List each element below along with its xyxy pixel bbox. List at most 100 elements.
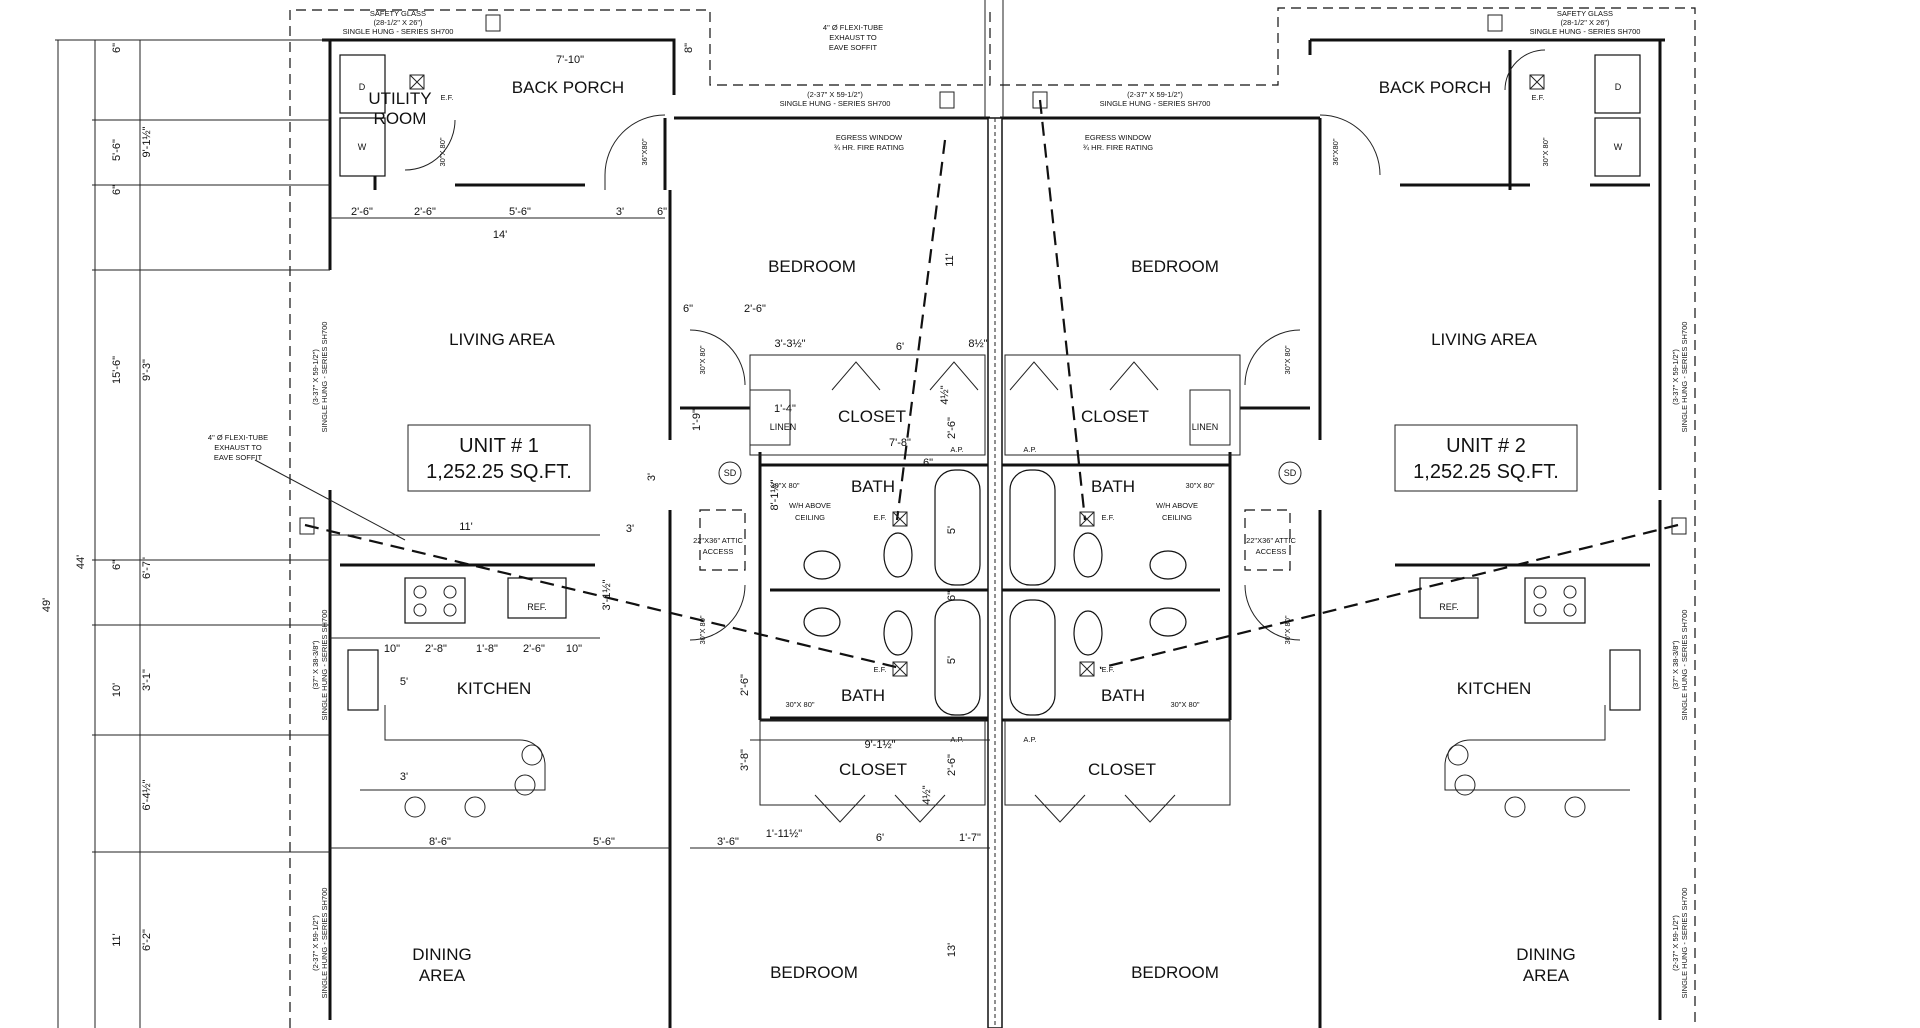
dim: 30"X 80" [1283,615,1292,644]
room-label-closet: CLOSET [1081,407,1149,426]
dim: 30"X 80" [770,481,799,490]
note-window-living: (3-37" X 59-1/2")SINGLE HUNG - SERIES SH… [1671,322,1689,433]
note-safety-glass: SAFETY GLASS(28-1/2" X 26")SINGLE HUNG -… [343,9,454,36]
dim: 1'-7" [959,832,981,844]
dim: 2'-6" [739,674,751,696]
bath-fixtures [803,532,1187,656]
room-label-bath: BATH [841,686,885,705]
dim: 5' [400,676,408,688]
dim: 36"X80" [640,138,649,165]
dim: 5'-6" [509,206,531,218]
note-window-top: (2-37" X 59-1/2")SINGLE HUNG - SERIES SH… [1100,90,1211,108]
dryer-label: D [1615,82,1622,92]
ap-tag: A.P. [1023,735,1036,744]
dim: 3'-3½" [774,338,805,350]
dim: 10" [566,643,582,655]
dim: 6'-7" [141,557,153,579]
dim: 2'-6" [946,417,958,439]
unit2-walls [1000,38,1665,1028]
room-label-bedroom: BEDROOM [1131,257,1219,276]
dim: 3' [626,523,634,535]
dim: 6" [111,43,123,53]
ef-tag: E.F. [441,93,454,102]
dim: 2'-6" [946,754,958,776]
unit2-label-box [1394,424,1578,492]
room-label-bath: BATH [851,477,895,496]
refrigerator-unit2 [1419,577,1479,619]
dim: 6" [683,303,693,315]
dim: 6'-2" [141,929,153,951]
room-label-kitchen: KITCHEN [1457,679,1532,698]
unit2-area: 1,252.25 SQ.FT. [1413,461,1559,483]
refrigerator-unit1 [507,577,567,619]
dim: 6' [896,341,904,353]
note-window-top: (2-37" X 59-1/2")SINGLE HUNG - SERIES SH… [780,90,891,108]
dim: 10' [111,683,123,697]
dim: 30"X 80" [785,700,814,709]
ap-tag: A.P. [1023,445,1036,454]
washer-label: W [1614,142,1623,152]
room-label-back-porch: BACK PORCH [512,78,624,97]
dim: 4½" [921,785,933,804]
dim: 3' [646,473,658,481]
dryer-label: D [359,82,366,92]
dim: 2'-8" [425,643,447,655]
dim: 6" [923,457,933,469]
dim: 49' [41,598,53,612]
horizontal-dimension-lines [330,217,990,849]
dim: 2'-6" [744,303,766,315]
dim: 13' [946,943,958,957]
room-label-closet: CLOSET [838,407,906,426]
dim: 1'-8" [476,643,498,655]
dim: 30"X 80" [1283,345,1292,374]
vent-icon [299,14,1687,535]
note-window-dining: (2-37" X 59-1/2")SINGLE HUNG - SERIES SH… [311,888,329,999]
room-label-linen: LINEN [770,422,797,432]
room-label-living: LIVING AREA [449,330,555,349]
exhaust-fan-icon [409,74,1545,677]
note-window-living: (3-37" X 59-1/2")SINGLE HUNG - SERIES SH… [311,322,329,433]
ref-label: REF. [527,602,547,612]
unit2-name: UNIT # 2 [1446,435,1526,457]
room-label-bath: BATH [1091,477,1135,496]
dim: 30"X 80" [438,137,447,166]
dim: 44' [75,555,87,569]
room-label-bath: BATH [1101,686,1145,705]
closet-doors [814,361,1176,823]
dim: 3'-1" [141,669,153,691]
dim: 1'-4" [774,403,796,415]
dim: 5' [946,526,958,534]
dim: 14' [493,229,507,241]
dim: 11' [944,253,956,267]
dim: 6" [111,560,123,570]
note-window-kitchen: (37" X 38-3/8")SINGLE HUNG - SERIES SH70… [311,610,329,721]
unit1-area: 1,252.25 SQ.FT. [426,461,572,483]
door-swings [404,49,1546,641]
dim: 3' [616,206,624,218]
room-label-bedroom: BEDROOM [770,963,858,982]
dim: 9'-3" [141,359,153,381]
dim: 1'-11½" [766,828,802,840]
dim: 11' [111,933,123,947]
smoke-detector-icon [718,461,742,485]
dim: 9'-1½" [141,126,153,157]
ap-tag: A.P. [950,445,963,454]
unit1-label-box [407,424,591,492]
room-label-bedroom: BEDROOM [768,257,856,276]
dim: 15'-6" [111,356,123,384]
roof-outline-left [289,9,991,1028]
room-label-living: LIVING AREA [1431,330,1537,349]
dim: 5'-6" [593,836,615,848]
dim: 30"X 80" [1541,137,1550,166]
dim: 1'-9" [691,409,703,431]
dim: 3'-8" [739,749,751,771]
dim: 10" [384,643,400,655]
